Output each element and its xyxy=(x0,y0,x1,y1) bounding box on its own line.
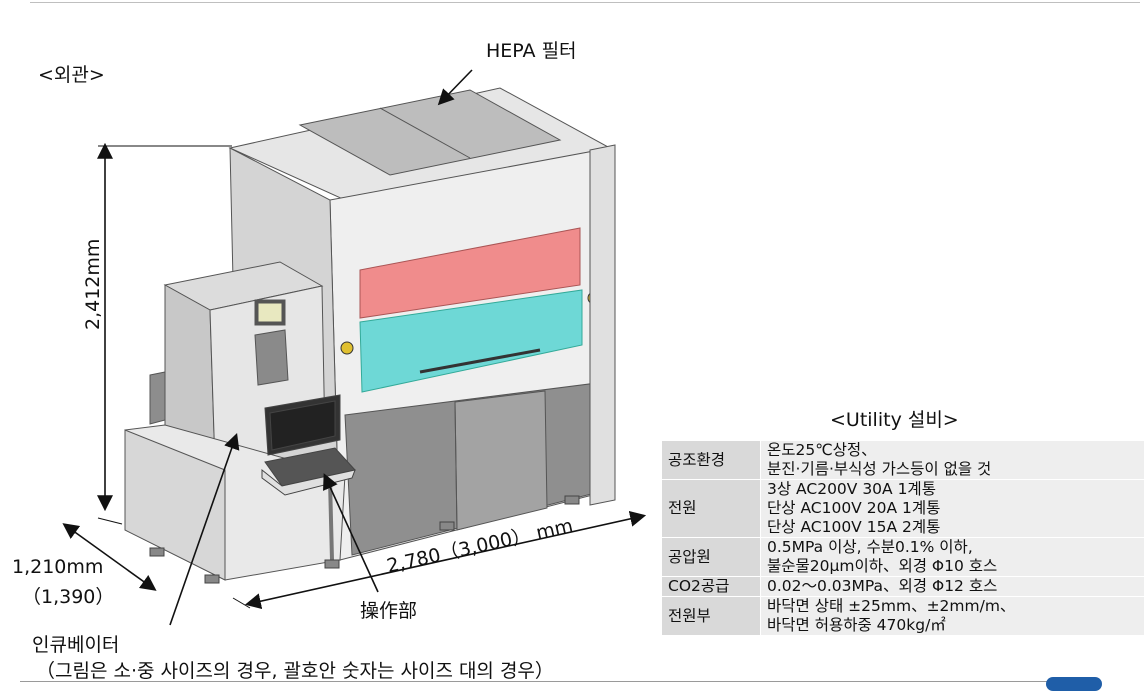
table-row: CO2공급 0.02～0.03MPa、외경 Φ12 호스 xyxy=(661,576,1145,597)
row-value-line: 불순물20μm이하、외경 Φ10 호스 xyxy=(767,557,998,575)
row-value-line: 온도25℃상정、 xyxy=(767,441,877,459)
utility-title: <Utility 설비> xyxy=(830,409,959,431)
row-value-line: 분진·기름·부식성 가스등이 없을 것 xyxy=(767,460,992,478)
row-value-line: 바닥면 상태 ±25mm、±2mm/m、 xyxy=(767,597,1016,615)
row-value-line: 단상 AC100V 15A 2계통 xyxy=(767,518,941,536)
row-key: 공조환경 xyxy=(661,440,761,480)
table-row: 공조환경 온도25℃상정、 분진·기름·부식성 가스등이 없을 것 xyxy=(661,440,1145,480)
hepa-filter-label: HEPA 필터 xyxy=(486,40,577,62)
leader-lines xyxy=(169,69,473,626)
height-dimension: 2,412mm xyxy=(82,238,104,330)
incubator-label: 인큐베이터 xyxy=(32,634,120,656)
row-value-line: 3상 AC200V 30A 1계통 xyxy=(767,480,936,498)
row-value-line: 0.5MPa 이상, 수분0.1% 이하, xyxy=(767,538,973,556)
size-note: （그림은 소·중 사이즈의 경우, 괄호안 숫자는 사이즈 대의 경우） xyxy=(36,660,554,682)
row-key: 전원 xyxy=(661,479,761,538)
row-value-line: 0.02～0.03MPa、외경 Φ12 호스 xyxy=(767,577,998,595)
corner-badge xyxy=(1046,677,1102,691)
lower-window xyxy=(359,289,583,393)
depth-dimension: 1,210mm xyxy=(12,556,104,578)
main-cabinet xyxy=(228,87,616,561)
upper-window xyxy=(359,227,581,319)
appearance-heading: <외관> xyxy=(38,64,105,86)
table-row: 전원 3상 AC200V 30A 1계통 단상 AC100V 20A 1계통 단… xyxy=(661,479,1145,538)
row-value-line: 바닥면 허용하중 470kg/㎡ xyxy=(767,616,946,634)
row-value-line: 단상 AC100V 20A 1계통 xyxy=(767,499,941,517)
operation-panel-label: 操作部 xyxy=(360,600,418,622)
bottom-divider xyxy=(20,681,1050,682)
dimension-lines xyxy=(62,142,647,610)
top-divider xyxy=(30,2,1140,3)
depth-dimension-large: （1,390） xyxy=(22,586,115,608)
table-row: 공압원 0.5MPa 이상, 수분0.1% 이하, 불순물20μm이하、외경 Φ… xyxy=(661,537,1145,577)
row-key: CO2공급 xyxy=(661,576,761,597)
row-key: 전원부 xyxy=(661,596,761,636)
row-key: 공압원 xyxy=(661,537,761,577)
utility-table: 공조환경 온도25℃상정、 분진·기름·부식성 가스등이 없을 것 전원 3상 … xyxy=(661,440,1145,636)
table-row: 전원부 바닥면 상태 ±25mm、±2mm/m、 바닥면 허용하중 470kg/… xyxy=(661,596,1145,636)
